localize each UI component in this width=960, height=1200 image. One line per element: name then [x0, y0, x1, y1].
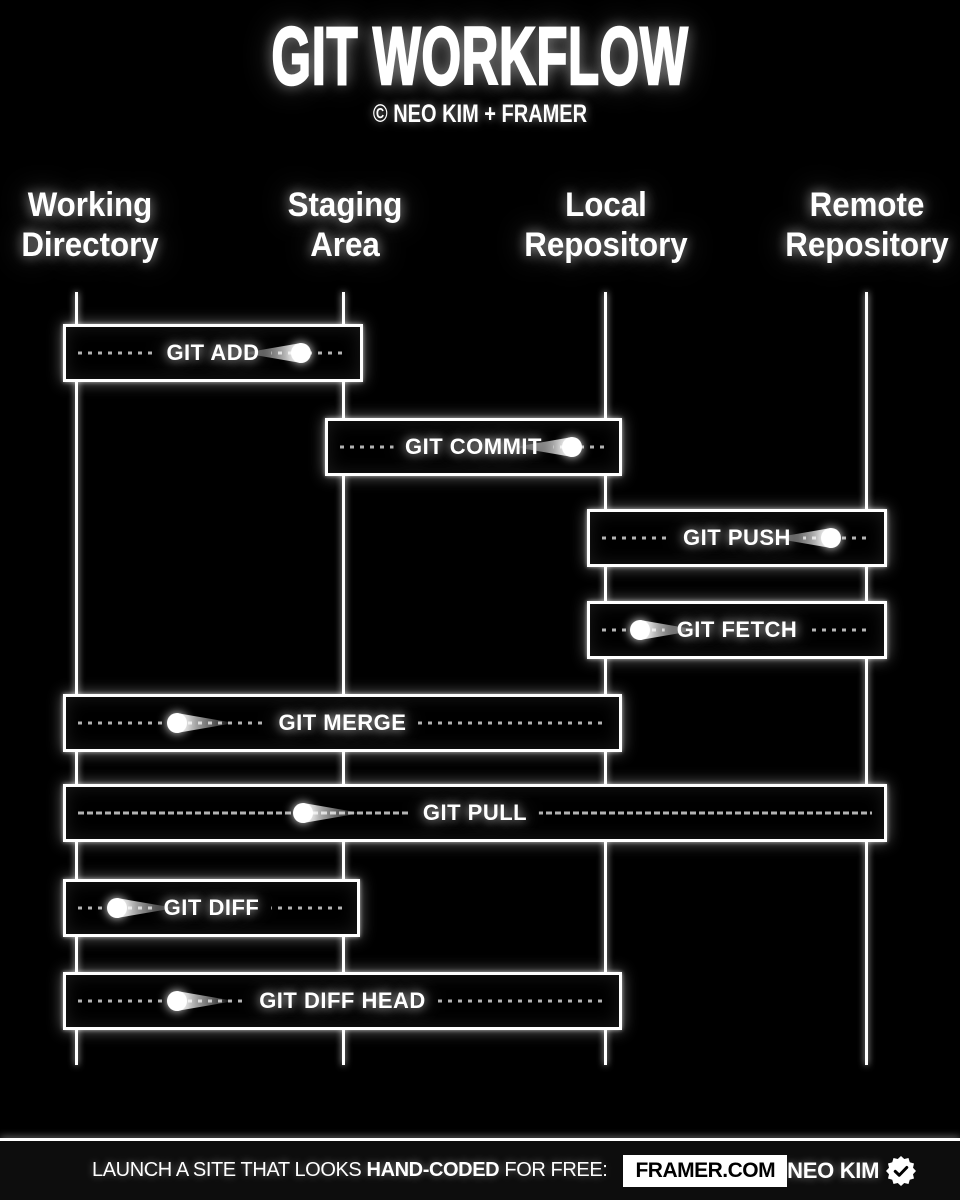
column-label-line2: Directory [21, 225, 159, 264]
footer-tagline: LAUNCH A SITE THAT LOOKS HAND-CODED FOR … [92, 1154, 788, 1187]
command-box-git-pull: GIT PULL [63, 784, 887, 842]
lifeline-working-directory [75, 292, 78, 1065]
comet-dot-icon [166, 713, 187, 733]
footer-author: NEO KIM [787, 1155, 917, 1186]
column-label-line1: Local [565, 186, 647, 224]
column-label-line1: Staging [287, 186, 403, 224]
column-label-line2: Area [310, 225, 380, 264]
column-label-line2: Repository [524, 225, 688, 264]
tagline-prefix: LAUNCH A SITE THAT LOOKS [92, 1159, 367, 1181]
page-title: GIT WORKFLOW [271, 11, 689, 102]
command-box-git-push: GIT PUSH [587, 509, 887, 567]
comet-dot-icon [291, 343, 312, 363]
comet-dot-icon [821, 528, 842, 548]
command-label-git-push: GIT PUSH [671, 523, 803, 553]
command-box-git-diff-head: GIT DIFF HEAD [63, 972, 622, 1030]
tagline-bold: HAND-CODED [366, 1159, 500, 1181]
command-label-git-pull: GIT PULL [410, 798, 540, 828]
framer-link[interactable]: FRAMER.COM [623, 1154, 788, 1187]
command-label-git-diff: GIT DIFF [151, 893, 272, 923]
author-name: NEO KIM [787, 1157, 880, 1183]
command-box-git-add: GIT ADD [63, 324, 363, 382]
comet-dot-icon [562, 437, 583, 457]
column-label-line1: Remote [809, 186, 925, 224]
footer-bar: LAUNCH A SITE THAT LOOKS HAND-CODED FOR … [0, 1141, 960, 1200]
command-box-git-diff: GIT DIFF [63, 879, 360, 937]
footer-divider [0, 1138, 960, 1141]
command-label-git-merge: GIT MERGE [266, 708, 419, 738]
command-label-git-diff-head: GIT DIFF HEAD [247, 986, 438, 1016]
credit-line: © NEO KIM + FRAMER [372, 100, 588, 128]
command-box-git-commit: GIT COMMIT [325, 418, 622, 476]
lifeline-staging-area [342, 292, 345, 1065]
command-label-git-fetch: GIT FETCH [664, 615, 810, 645]
lifeline-remote-repository [865, 292, 868, 1065]
comet-dot-icon [106, 898, 127, 918]
comet-dot-icon [629, 620, 650, 640]
lifeline-local-repository [604, 292, 607, 1065]
verified-badge-icon [886, 1155, 917, 1186]
tagline-suffix: FOR FREE: [499, 1159, 608, 1181]
column-label-line1: Working [27, 186, 153, 224]
command-box-git-merge: GIT MERGE [63, 694, 622, 752]
command-box-git-fetch: GIT FETCH [587, 601, 887, 659]
column-label-line2: Repository [785, 225, 949, 264]
comet-dot-icon [293, 803, 314, 823]
tagline-text: LAUNCH A SITE THAT LOOKS HAND-CODED FOR … [92, 1159, 608, 1182]
comet-dot-icon [166, 991, 187, 1011]
